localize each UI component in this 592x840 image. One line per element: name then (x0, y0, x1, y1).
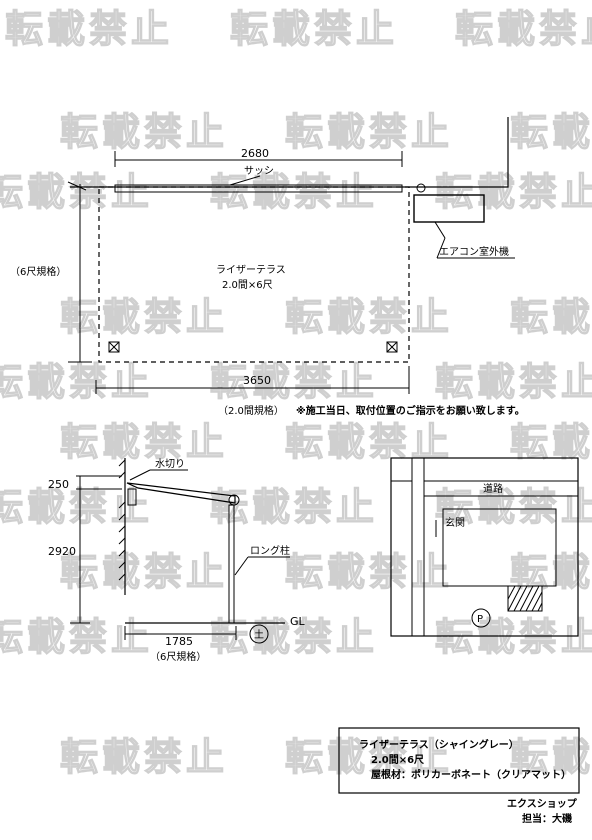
dimension-line-top (114, 151, 403, 167)
side-view-labels: 250 2920 水切り ロング柱 GL 1785 （6尺規格） 土 (48, 458, 306, 663)
watermark-text: 転載禁止 (285, 110, 453, 154)
dimension-vertical (70, 475, 122, 624)
sash-rect (114, 184, 403, 193)
parking-label: P (477, 614, 483, 625)
aircon-leader-diag (436, 237, 446, 259)
dim-2920-label: 2920 (48, 545, 76, 558)
spec-line-3: 屋根材：ポリカーボネート（クリアマット） (371, 768, 571, 781)
dim-250-label: 250 (48, 478, 69, 491)
watermark-text: 転載禁止 (510, 295, 592, 339)
watermark-text: 転載禁止 (60, 550, 228, 594)
aircon-unit-rect (413, 194, 485, 223)
bottom-spec-label: （2.0間規格） (218, 404, 284, 417)
parking-circle (471, 608, 491, 628)
post-marker-left (108, 341, 120, 353)
watermark-text: 転載禁止 (210, 360, 378, 404)
watermark-text: 転載禁止 (0, 170, 153, 214)
gutter-end (228, 494, 240, 506)
mizukiri-leader (129, 469, 151, 481)
staff-name: 担当：大磯 (522, 812, 572, 825)
footer: エクスショップ 担当：大磯 (507, 797, 578, 825)
spec-box-frame (338, 727, 580, 794)
shop-name: エクスショップ (507, 797, 578, 810)
watermark-text: 転載禁止 (285, 550, 453, 594)
watermark-text: 転載禁止 (435, 485, 592, 529)
terrace-outline-dashed (98, 186, 410, 363)
plan-view (67, 117, 515, 394)
watermark-text: 転載禁止 (285, 735, 453, 779)
aircon-leader (434, 221, 446, 239)
site-map-labels: 道路 玄関 P (445, 482, 503, 625)
watermark-text: 転載禁止 (510, 110, 592, 154)
watermark-text: 転載禁止 (435, 615, 592, 659)
spec-line-1: ライザーテラス（シャイングレー） (359, 738, 519, 751)
watermark-text: 転載禁止 (230, 7, 398, 51)
watermark-text: 転載禁止 (5, 7, 173, 51)
soil-symbol-circle (249, 624, 269, 644)
watermark-text: 転載禁止 (435, 170, 592, 214)
dim-top-label: 2680 (241, 147, 269, 160)
downpipe-circle (416, 183, 426, 193)
dimension-horizontal (124, 626, 237, 640)
building-wall-line (70, 117, 509, 188)
watermark-text: 転載禁止 (60, 110, 228, 154)
watermark-text: 転載禁止 (510, 735, 592, 779)
long-pillar-label: ロング柱 (250, 544, 290, 557)
dimension-line-bottom (95, 366, 410, 394)
product-name-label: ライザーテラス (216, 264, 286, 276)
watermark-text: 転載禁止 (210, 615, 378, 659)
watermark-text: 転載禁止 (455, 7, 592, 51)
spec-line-2: 2.0間×6尺 (371, 754, 424, 766)
gl-label: GL (290, 615, 306, 628)
soil-symbol-label: 土 (254, 628, 264, 641)
watermark-text: 転載禁止 (60, 295, 228, 339)
watermark-text: 転載禁止 (285, 295, 453, 339)
house-rect (442, 508, 557, 587)
terrace-hatch (507, 585, 543, 612)
dim-bottom-label: 3650 (243, 374, 271, 387)
side-spec-label: （6尺規格） (10, 265, 66, 278)
sash-label: サッシ (244, 165, 274, 177)
entrance-label: 玄関 (445, 516, 465, 529)
watermark-text: 転載禁止 (435, 360, 592, 404)
watermark-text: 転載禁止 (0, 360, 153, 404)
spec-box: ライザーテラス（シャイングレー） 2.0間×6尺 屋根材：ポリカーボネート（クリ… (338, 727, 580, 794)
aircon-label: エアコン室外機 (439, 245, 509, 258)
road-label: 道路 (483, 482, 503, 495)
site-map-frame (390, 457, 579, 637)
side-spec-label: （6尺規格） (150, 650, 206, 663)
long-pillar (228, 504, 235, 624)
mizukiri-label: 水切り (155, 458, 185, 470)
watermark-text: 転載禁止 (210, 485, 378, 529)
wall-hatching (118, 459, 126, 581)
site-map (390, 457, 579, 637)
pillar-leader (234, 556, 249, 576)
watermark-text: 転載禁止 (510, 420, 592, 464)
sash-leader (229, 175, 261, 186)
plan-view-labels: 2680 サッシ エアコン室外機 （6尺規格） ライザーテラス 2.0間×6尺 … (10, 147, 525, 417)
wall-bracket (127, 488, 137, 506)
watermark-text: 転載禁止 (60, 735, 228, 779)
side-view (70, 458, 290, 644)
watermark-text: 転載禁止 (285, 420, 453, 464)
roof-beam (126, 482, 236, 504)
install-note: ※施工当日、取付位置のご指示をお願い致します。 (296, 404, 525, 417)
post-marker-right (386, 341, 398, 353)
dim-1785-label: 1785 (165, 635, 193, 648)
watermark-text: 転載禁止 (60, 420, 228, 464)
product-size-label: 2.0間×6尺 (222, 279, 273, 291)
dimension-line-left (67, 181, 92, 363)
